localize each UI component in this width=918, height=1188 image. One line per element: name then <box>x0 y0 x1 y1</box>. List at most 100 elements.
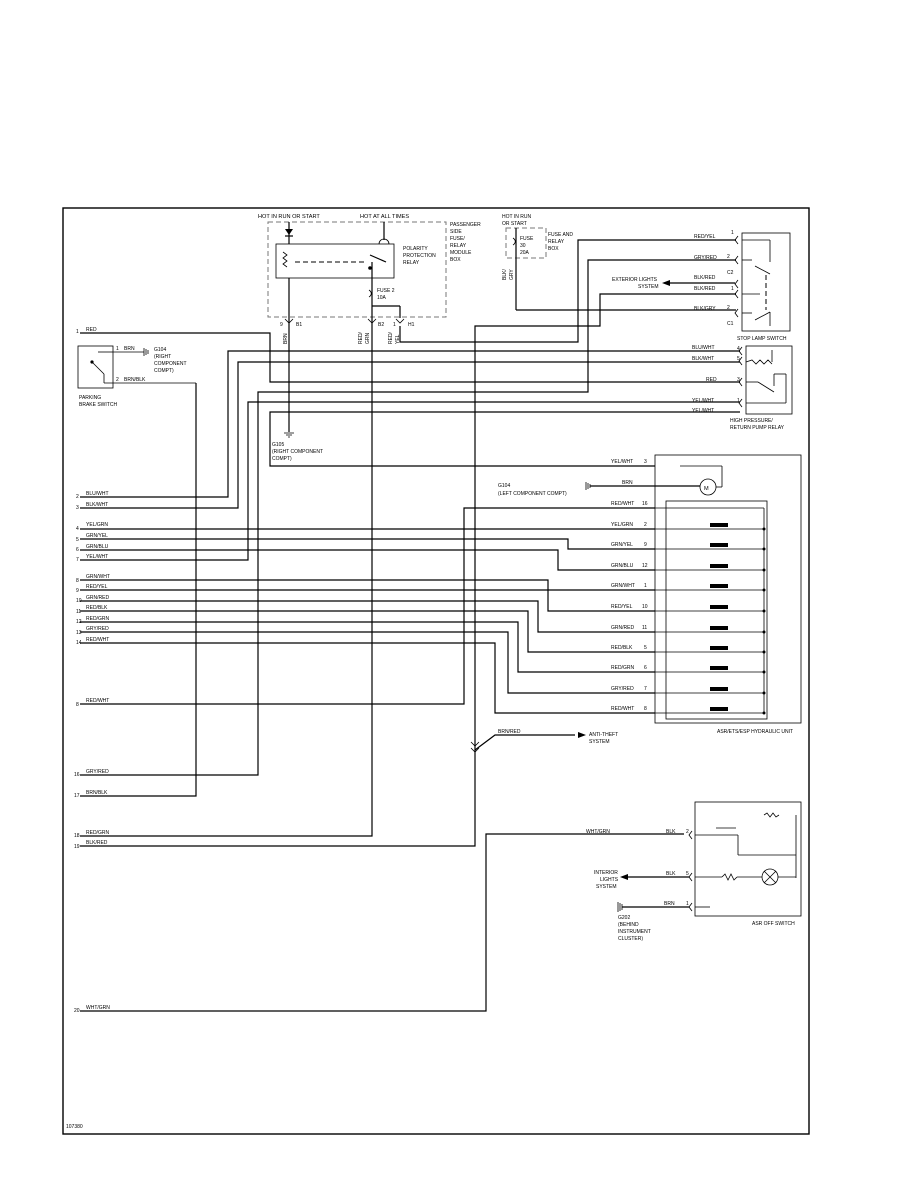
svg-text:8: 8 <box>76 702 79 708</box>
hydraulic-unit: ASR/ETS/ESP HYDRAULIC UNIT G104 (LEFT CO… <box>498 454 802 735</box>
svg-text:M: M <box>704 486 709 492</box>
svg-text:YEL/WHT: YEL/WHT <box>611 459 633 465</box>
svg-text:B1: B1 <box>296 322 302 328</box>
svg-text:HIGH PRESSURE/: HIGH PRESSURE/ <box>730 418 773 424</box>
svg-text:BRN: BRN <box>283 333 289 344</box>
svg-text:5: 5 <box>686 871 689 877</box>
svg-text:BLK: BLK <box>666 871 676 877</box>
left-wire-20: 20 WHT/GRN <box>74 1005 110 1014</box>
svg-text:FUSE/: FUSE/ <box>450 236 465 242</box>
svg-text:GRN/WHT: GRN/WHT <box>86 574 110 580</box>
svg-text:1: 1 <box>116 346 119 352</box>
svg-text:BRN/BLK: BRN/BLK <box>86 790 108 796</box>
solenoid-coil-icon <box>710 543 728 547</box>
svg-text:10A: 10A <box>377 295 387 301</box>
svg-text:30: 30 <box>520 243 526 249</box>
svg-text:RELAY: RELAY <box>403 260 420 266</box>
svg-text:BLU/WHT: BLU/WHT <box>86 491 109 497</box>
svg-text:INTERIOR: INTERIOR <box>594 870 618 876</box>
svg-text:RED/: RED/ <box>388 331 394 344</box>
relay-switch-icon <box>369 254 387 263</box>
svg-text:OR START: OR START <box>502 221 527 227</box>
svg-text:1: 1 <box>731 230 734 236</box>
svg-text:GRN/YEL: GRN/YEL <box>611 542 633 548</box>
svg-text:WHT/GRN: WHT/GRN <box>586 829 610 835</box>
svg-text:BRN/RED: BRN/RED <box>498 729 521 735</box>
svg-text:9: 9 <box>76 588 79 594</box>
svg-text:RED/YEL: RED/YEL <box>86 584 108 590</box>
svg-text:1: 1 <box>731 286 734 292</box>
g105-ground: G105 (RIGHT COMPONENT COMPT) <box>272 318 323 462</box>
svg-text:3: 3 <box>737 377 740 383</box>
ground-icon <box>617 902 623 912</box>
hot-run-start-label: HOT IN RUN OR START <box>258 214 320 220</box>
stop-lamp-switch: STOP LAMP SWITCH RED/YEL GRY/RED BLK/RED… <box>612 230 791 342</box>
svg-text:2: 2 <box>727 305 730 311</box>
svg-text:RED/GRN: RED/GRN <box>611 665 634 671</box>
svg-text:1: 1 <box>393 322 396 328</box>
svg-text:BOX: BOX <box>450 257 461 263</box>
svg-text:7: 7 <box>76 557 79 563</box>
left-wire-2: 2 BLU/WHT <box>76 491 109 500</box>
svg-text:G105: G105 <box>272 442 284 448</box>
svg-text:PASSENGER: PASSENGER <box>450 222 481 228</box>
svg-text:RED/: RED/ <box>358 331 364 344</box>
svg-text:RED: RED <box>706 377 717 383</box>
svg-text:LIGHTS: LIGHTS <box>600 877 619 883</box>
svg-text:8: 8 <box>76 578 79 584</box>
arrow-left-icon <box>620 874 628 880</box>
svg-text:C1: C1 <box>727 321 734 327</box>
left-wire-17: 17 BRN/BLK <box>74 790 108 799</box>
pssfr-box-outline <box>267 221 447 318</box>
svg-text:BRN/BLK: BRN/BLK <box>124 377 146 383</box>
svg-text:RELAY: RELAY <box>548 239 565 245</box>
svg-text:20: 20 <box>74 1008 80 1014</box>
solenoid-coil-icon <box>710 646 728 650</box>
left-wire-11: 11 RED/BLK <box>76 605 108 615</box>
svg-text:4: 4 <box>737 346 740 352</box>
svg-text:17: 17 <box>74 793 80 799</box>
svg-text:GRN/BLU: GRN/BLU <box>86 544 109 550</box>
svg-text:2: 2 <box>727 254 730 260</box>
arrow-left-icon <box>662 280 670 286</box>
solenoid-coil-icon <box>710 666 728 670</box>
svg-text:RELAY: RELAY <box>450 243 467 249</box>
svg-text:RED/YEL: RED/YEL <box>611 604 633 610</box>
svg-text:RED/WHT: RED/WHT <box>86 698 109 704</box>
svg-text:C2: C2 <box>727 270 734 276</box>
svg-text:10: 10 <box>642 604 648 610</box>
svg-text:G202: G202 <box>618 915 630 921</box>
solenoid-coil-icon <box>710 626 728 630</box>
svg-text:RED/WHT: RED/WHT <box>611 706 634 712</box>
svg-text:2: 2 <box>116 377 119 383</box>
svg-text:RED/BLK: RED/BLK <box>86 605 108 611</box>
svg-text:(RIGHT COMPONENT: (RIGHT COMPONENT <box>272 449 323 455</box>
svg-text:HOT IN RUN: HOT IN RUN <box>502 214 531 220</box>
svg-text:WHT/GRN: WHT/GRN <box>86 1005 110 1011</box>
svg-text:COMPT): COMPT) <box>154 368 174 374</box>
arrow-right-icon <box>578 732 586 738</box>
left-wire-15: 8 RED/WHT <box>76 698 109 708</box>
parking-switch-contact-icon <box>91 361 105 375</box>
svg-text:BOX: BOX <box>548 246 559 252</box>
svg-text:6: 6 <box>644 665 647 671</box>
solenoid-coil-icon <box>710 707 728 711</box>
svg-text:RED/GRN: RED/GRN <box>86 830 109 836</box>
pump-relay: HIGH PRESSURE/ RETURN PUMP RELAY BLU/WHT… <box>692 345 793 431</box>
resistor-icon <box>763 812 780 818</box>
solenoid-coil-icon <box>710 523 728 527</box>
svg-text:MODULE: MODULE <box>450 250 472 256</box>
svg-text:11: 11 <box>76 609 81 615</box>
svg-text:16: 16 <box>642 501 648 507</box>
solenoid-coil-icon <box>710 564 728 568</box>
parking-brake-switch: PARKING BRAKE SWITCH 1 BRN G104 (RIGHT C… <box>77 345 196 408</box>
svg-text:19: 19 <box>74 844 80 850</box>
svg-text:COMPONENT: COMPONENT <box>154 361 187 367</box>
svg-text:FUSE: FUSE <box>520 236 534 242</box>
svg-text:2: 2 <box>76 494 79 500</box>
